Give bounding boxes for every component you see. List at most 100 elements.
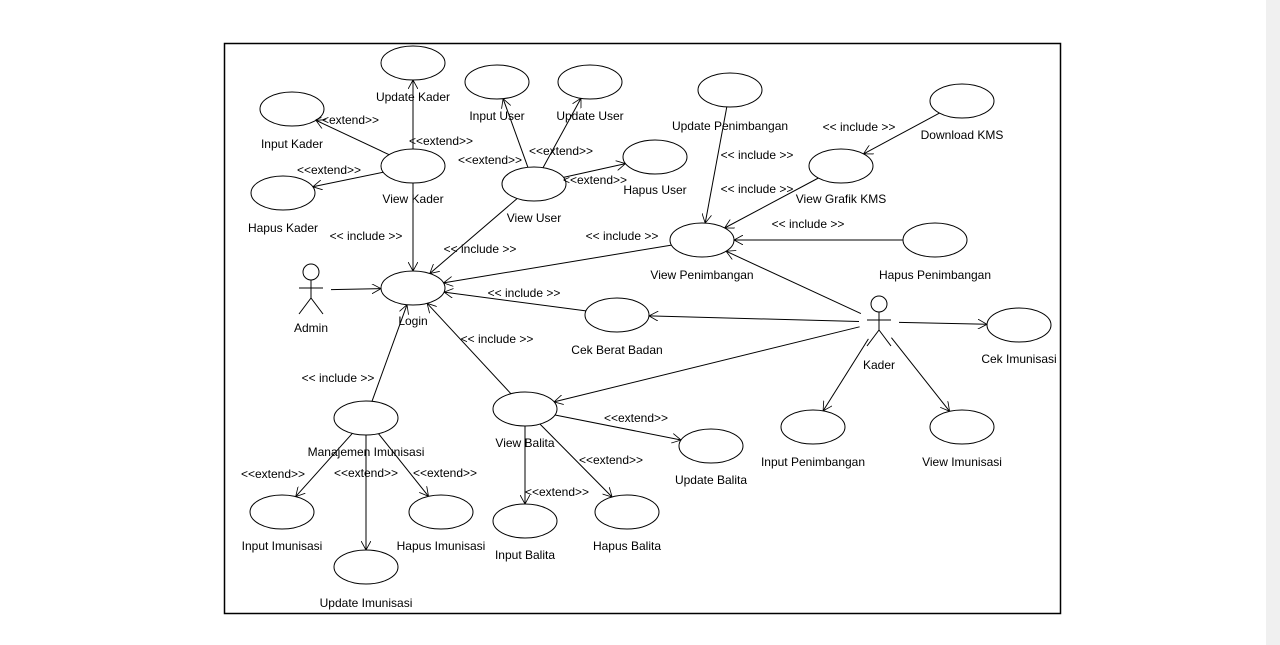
use-case-view-penimbangan[interactable]: View Penimbangan: [650, 222, 754, 282]
use-case-view-balita[interactable]: View Balita: [492, 391, 558, 450]
actor-admin[interactable]: Admin: [294, 263, 328, 335]
use-case-ellipse[interactable]: [333, 549, 399, 585]
actor-right-leg: [310, 297, 324, 315]
use-case-ellipse[interactable]: [492, 391, 558, 427]
use-case-ellipse[interactable]: [669, 222, 735, 258]
use-case-ellipse[interactable]: [259, 91, 325, 127]
relationship-label-view_balita-to-login: << include >>: [461, 332, 534, 346]
use-case-update-kader[interactable]: Update Kader: [376, 45, 450, 104]
use-case-ellipse[interactable]: [929, 409, 995, 445]
edge-view_penimbangan-to-login: [444, 244, 672, 283]
use-case-ellipse[interactable]: [333, 400, 399, 436]
use-case-label: Hapus User: [623, 183, 686, 197]
use-case-label: Hapus Kader: [248, 221, 318, 235]
use-case-input-imunisasi[interactable]: Input Imunisasi: [242, 494, 323, 553]
relationship-label-view_balita-to-update_balita: <<extend>>: [604, 411, 668, 425]
use-case-ellipse[interactable]: [408, 494, 474, 530]
use-case-ellipse[interactable]: [557, 64, 623, 100]
use-case-label: Input Imunisasi: [242, 539, 323, 553]
use-case-label: Update Balita: [675, 473, 747, 487]
use-case-ellipse[interactable]: [380, 45, 446, 81]
use-case-label: Update Kader: [376, 90, 450, 104]
use-case-label: View Imunisasi: [922, 455, 1002, 469]
use-case-ellipse[interactable]: [808, 148, 874, 184]
use-case-hapus-kader[interactable]: Hapus Kader: [248, 175, 318, 235]
edge-manajemen_imunisasi-to-hapus_imunisasi: [378, 433, 429, 497]
use-case-input-user[interactable]: Input User: [464, 64, 530, 123]
edge-admin-to-login: [330, 289, 381, 290]
use-case-label: Manajemen Imunisasi: [308, 445, 425, 459]
use-case-label: View Penimbangan: [650, 268, 753, 282]
use-case-ellipse[interactable]: [697, 72, 763, 108]
edge-view_grafik_kms-to-view_penimbangan: [725, 177, 819, 228]
use-case-ellipse[interactable]: [380, 270, 446, 306]
edge-view_user-to-hapus_user: [563, 164, 626, 178]
relationship-label-manajemen_imunisasi-to-input_imunisasi: <<extend>>: [241, 467, 305, 481]
use-case-ellipse[interactable]: [929, 83, 995, 119]
actor-left-leg: [298, 297, 312, 315]
relationship-label-update_penimbangan-to-view_penimbangan: << include >>: [721, 148, 794, 162]
use-case-ellipse[interactable]: [622, 139, 688, 175]
use-case-label: View Kader: [382, 192, 443, 206]
use-case-label: Hapus Penimbangan: [879, 268, 991, 282]
use-case-ellipse[interactable]: [464, 64, 530, 100]
use-case-label: Update Imunisasi: [320, 596, 413, 610]
edge-update_penimbangan-to-view_penimbangan: [705, 106, 728, 223]
use-case-hapus-user[interactable]: Hapus User: [622, 139, 688, 197]
use-case-hapus-imunisasi[interactable]: Hapus Imunisasi: [397, 494, 486, 553]
right-scroll-strip: [1266, 0, 1280, 645]
use-case-update-penimbangan[interactable]: Update Penimbangan: [672, 72, 788, 133]
use-case-ellipse[interactable]: [780, 409, 846, 445]
use-case-ellipse[interactable]: [492, 503, 558, 539]
use-case-ellipse[interactable]: [584, 297, 650, 333]
use-case-ellipse[interactable]: [902, 222, 968, 258]
actor-kader[interactable]: Kader: [863, 295, 895, 372]
relationship-label-view_balita-to-hapus_balita: <<extend>>: [579, 453, 643, 467]
relationship-label-download_kms-to-view_grafik_kms: << include >>: [823, 120, 896, 134]
use-case-view-imunisasi[interactable]: View Imunisasi: [922, 409, 1002, 469]
use-case-ellipse[interactable]: [380, 148, 446, 184]
use-case-label: Hapus Imunisasi: [397, 539, 486, 553]
relationship-label-layer: << include >> << include >> << include >> <…: [241, 113, 895, 499]
use-case-ellipse[interactable]: [501, 166, 567, 202]
use-case-label: Input User: [469, 109, 524, 123]
use-case-label: Login: [398, 314, 427, 328]
relationship-label-view_user-to-input_user: <<extend>>: [458, 153, 522, 167]
use-case-input-balita[interactable]: Input Balita: [492, 503, 558, 562]
use-case-hapus-penimbangan[interactable]: Hapus Penimbangan: [879, 222, 991, 282]
use-case-ellipse[interactable]: [678, 428, 744, 464]
relationship-label-view_penimbangan-to-login: << include >>: [586, 229, 659, 243]
use-case-view-grafik-kms[interactable]: View Grafik KMS: [796, 148, 886, 206]
use-case-cek-berat-badan[interactable]: Cek Berat Badan: [571, 297, 663, 357]
use-case-ellipse[interactable]: [986, 307, 1052, 343]
use-case-ellipse[interactable]: [250, 175, 316, 211]
actor-label: Kader: [863, 358, 895, 372]
use-case-download-kms[interactable]: Download KMS: [921, 83, 1004, 142]
relationship-label-view_user-to-login: << include >>: [444, 242, 517, 256]
use-case-cek-imunisasi[interactable]: Cek Imunisasi: [981, 307, 1057, 366]
use-case-ellipse[interactable]: [249, 494, 315, 530]
use-case-label: Cek Berat Badan: [571, 343, 662, 357]
use-case-update-imunisasi[interactable]: Update Imunisasi: [320, 549, 413, 610]
use-case-update-user[interactable]: Update User: [556, 64, 624, 123]
use-case-ellipse[interactable]: [594, 494, 660, 530]
use-case-label: Hapus Balita: [593, 539, 661, 553]
use-case-label: Update Penimbangan: [672, 119, 788, 133]
use-case-label: Input Balita: [495, 548, 555, 562]
relationship-layer: [296, 80, 987, 550]
use-case-view-kader[interactable]: View Kader: [380, 148, 446, 206]
use-case-label: Cek Imunisasi: [981, 352, 1056, 366]
use-case-hapus-balita[interactable]: Hapus Balita: [593, 494, 661, 553]
use-case-view-user[interactable]: View User: [501, 166, 567, 225]
relationship-label-manajemen_imunisasi-to-login: << include >>: [302, 371, 375, 385]
use-case-input-penimbangan[interactable]: Input Penimbangan: [761, 409, 865, 469]
use-case-login[interactable]: Login: [380, 270, 446, 328]
relationship-label-view_grafik_kms-to-view_penimbangan: << include >>: [721, 182, 794, 196]
use-case-update-balita[interactable]: Update Balita: [675, 428, 747, 487]
use-case-input-kader[interactable]: Input Kader: [259, 91, 325, 151]
use-case-manajemen-imunisasi[interactable]: Manajemen Imunisasi: [308, 400, 425, 459]
edge-view_balita-to-update_balita: [554, 414, 681, 440]
edge-view_user-to-login: [430, 198, 518, 274]
